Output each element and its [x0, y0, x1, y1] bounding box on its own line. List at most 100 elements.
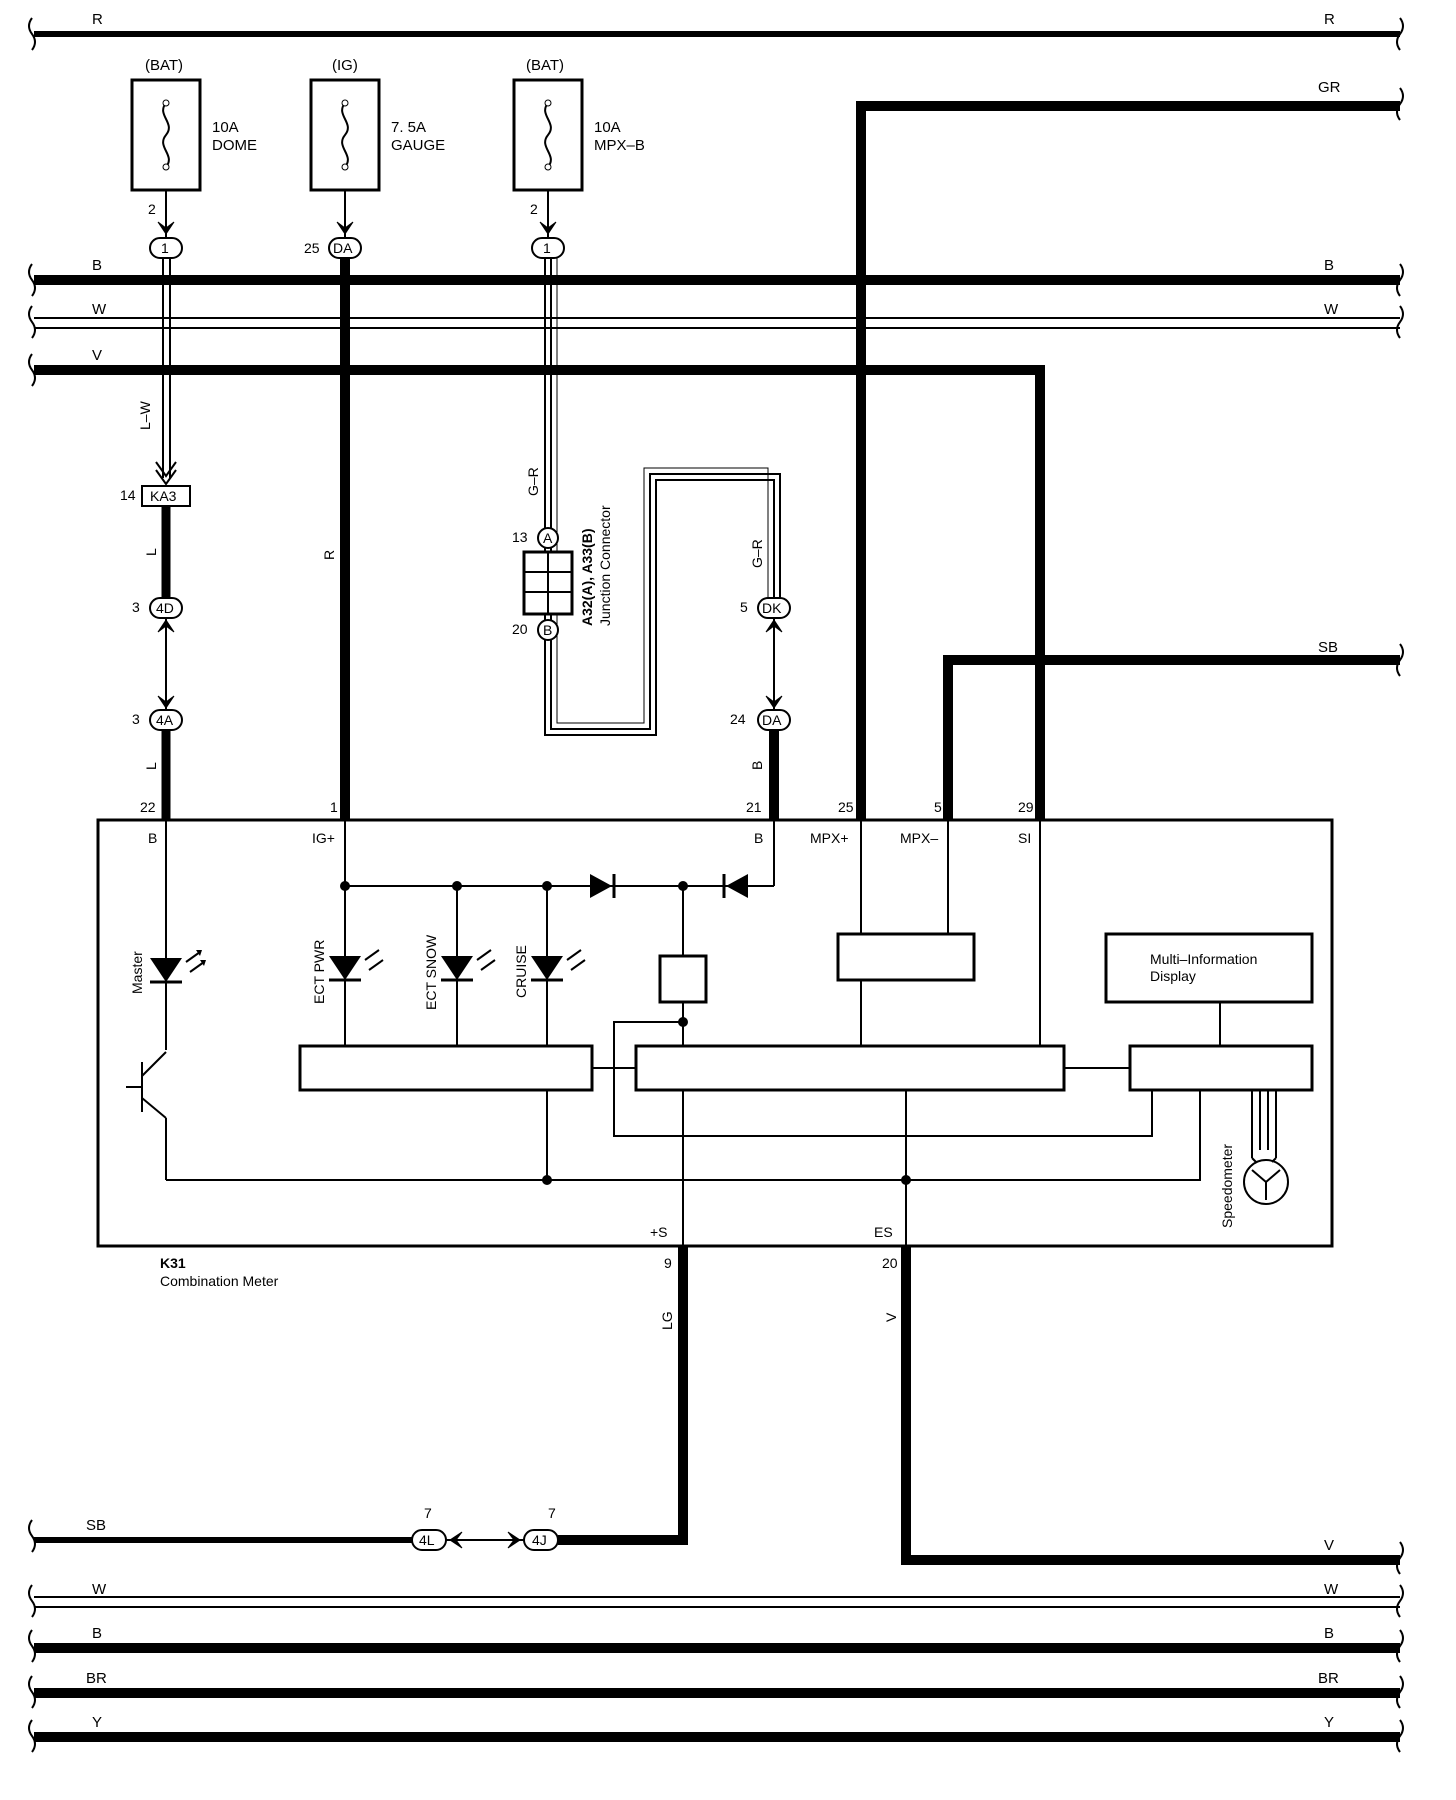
connector-link-4l-4j — [446, 1531, 524, 1549]
bus-w-bottom — [34, 1596, 1400, 1608]
connector-4d-pin: 3 — [132, 599, 140, 615]
mpx-minus-double — [943, 656, 1028, 820]
speedo-driver-block — [1128, 1044, 1314, 1092]
meter-terminal-labels: B IG+ B MPX+ MPX– SI +S ES — [148, 830, 1031, 1240]
connector-1-mpxb: 1 — [531, 237, 565, 259]
indicator-ectsnow: ECT SNOW — [423, 934, 439, 1010]
component-name: Combination Meter — [160, 1273, 279, 1289]
meter-top-pins: 22 1 21 25 5 29 — [140, 799, 1034, 815]
fuse-mpxb-icon — [544, 102, 552, 168]
fuse-gauge-name: GAUGE — [391, 137, 445, 154]
fuse-dome-icon — [162, 102, 170, 168]
meter-pin-29: 29 — [1018, 799, 1034, 815]
connector-ka3-pin: 14 — [120, 487, 136, 503]
connector-dk: 5 DK — [740, 597, 791, 619]
diode-right-icon — [722, 874, 748, 898]
fuse-dome-rating: 10A — [212, 119, 239, 136]
bus-end-caps — [28, 17, 1404, 1753]
meter-term-mpxm: MPX– — [900, 830, 938, 846]
indicator-ectpwr: ECT PWR — [311, 940, 327, 1004]
fuse-mpxb-name: MPX–B — [594, 137, 645, 154]
connector-da-right-pin: 24 — [730, 711, 746, 727]
bus-lines-bottom — [34, 1537, 1400, 1742]
connector-4a-pin: 3 — [132, 711, 140, 727]
bus-sb — [943, 655, 1400, 820]
meter-term-si: SI — [1018, 830, 1031, 846]
meter-pin-1: 1 — [330, 799, 338, 815]
combination-meter-box — [96, 818, 1334, 1248]
wire-color-r: R — [321, 550, 337, 560]
fuse-gauge: (IG) 7. 5A GAUGE — [309, 57, 445, 192]
connector-4d-label: 4D — [156, 600, 174, 616]
connector-da-right-label: DA — [762, 712, 782, 728]
led-master-icon — [150, 950, 206, 984]
connector-4l-pin: 7 — [424, 1505, 432, 1521]
connector-4j-pin: 7 — [548, 1505, 556, 1521]
bus-labels-bottom: SB V W W B B BR BR Y Y — [86, 1517, 1339, 1731]
meter-term-mpxp: MPX+ — [810, 830, 849, 846]
wire-color-b: B — [749, 761, 765, 770]
bus-label-w-right: W — [1324, 301, 1339, 318]
multi-info-line2: Display — [1150, 968, 1196, 984]
junction-connector-line2: Junction Connector — [597, 505, 613, 626]
bus-label-b-right: B — [1324, 257, 1334, 274]
fuse-mpxb: (BAT) 10A MPX–B 2 — [512, 57, 645, 217]
connector-4j-label: 4J — [532, 1532, 547, 1548]
wire-color-l1: L — [143, 548, 159, 556]
indicator-cruise: CRUISE — [513, 945, 529, 998]
indicator-speedometer: Speedometer — [1219, 1144, 1235, 1228]
bus-label-r-left: R — [92, 11, 103, 28]
connector-4a-label: 4A — [156, 712, 174, 728]
meter-term-ig: IG+ — [312, 830, 335, 846]
bus-label-gr: GR — [1318, 79, 1341, 96]
junction-connector-line1: A32(A), A33(B) — [579, 529, 595, 627]
component-id: K31 — [160, 1255, 186, 1271]
led-ectsnow-icon — [441, 949, 496, 982]
fuse-dome-name: DOME — [212, 137, 257, 154]
indicator-driver-block — [298, 1044, 594, 1092]
bus-label-sb-right: SB — [1318, 639, 1338, 656]
connector-4l-label: 4L — [419, 1532, 435, 1548]
bus-lines-top — [34, 31, 1400, 820]
connector-1-dome-label: 1 — [161, 240, 169, 256]
junction-a-label: A — [543, 530, 553, 546]
meter-internal-wiring — [126, 820, 1277, 1246]
connector-ka3-label: KA3 — [150, 488, 177, 504]
meter-pin-20: 20 — [882, 1255, 898, 1271]
bus-v-top — [34, 365, 1045, 820]
bus-label-b-left: B — [92, 257, 102, 274]
bus-label-br-right: BR — [1318, 1670, 1339, 1687]
fuse-dome-source: (BAT) — [145, 57, 183, 74]
bus-label-b-bottom-left: B — [92, 1625, 102, 1642]
bus-labels-top: R R GR B B W W V SB — [92, 11, 1341, 656]
bus-label-v-right: V — [1324, 1537, 1334, 1554]
meter-pin-9: 9 — [664, 1255, 672, 1271]
meter-term-es: ES — [874, 1224, 893, 1240]
main-control-block — [634, 1044, 1066, 1092]
bus-label-w-bottom-right: W — [1324, 1581, 1339, 1598]
fuse-dome-pin: 2 — [148, 201, 156, 217]
meter-term-b2: B — [754, 830, 763, 846]
indicator-master: Master — [129, 951, 145, 994]
mpx-minus-wire — [947, 656, 1034, 820]
bus-label-w-bottom-left: W — [92, 1581, 107, 1598]
led-cruise-icon — [531, 949, 586, 982]
bus-label-br-left: BR — [86, 1670, 107, 1687]
connector-4j: 7 4J — [523, 1505, 559, 1551]
junction-dots — [340, 881, 911, 1185]
connector-dk-pin: 5 — [740, 599, 748, 615]
wire-color-lg: LG — [659, 1311, 675, 1330]
mpx-interface-block — [836, 932, 976, 982]
junction-a-pin: 13 — [512, 529, 528, 545]
wire-color-gr1: G–R — [525, 467, 541, 496]
wire-color-v: V — [883, 1312, 899, 1322]
diode-left-icon — [590, 874, 616, 898]
meter-term-b1: B — [148, 830, 157, 846]
meter-pin-21: 21 — [746, 799, 762, 815]
fuse-mpxb-source: (BAT) — [526, 57, 564, 74]
bus-w-top — [34, 317, 1400, 329]
connector-link-4d-4a — [157, 618, 175, 710]
junction-b-pin: 20 — [512, 621, 528, 637]
fuse-leads — [157, 190, 557, 238]
